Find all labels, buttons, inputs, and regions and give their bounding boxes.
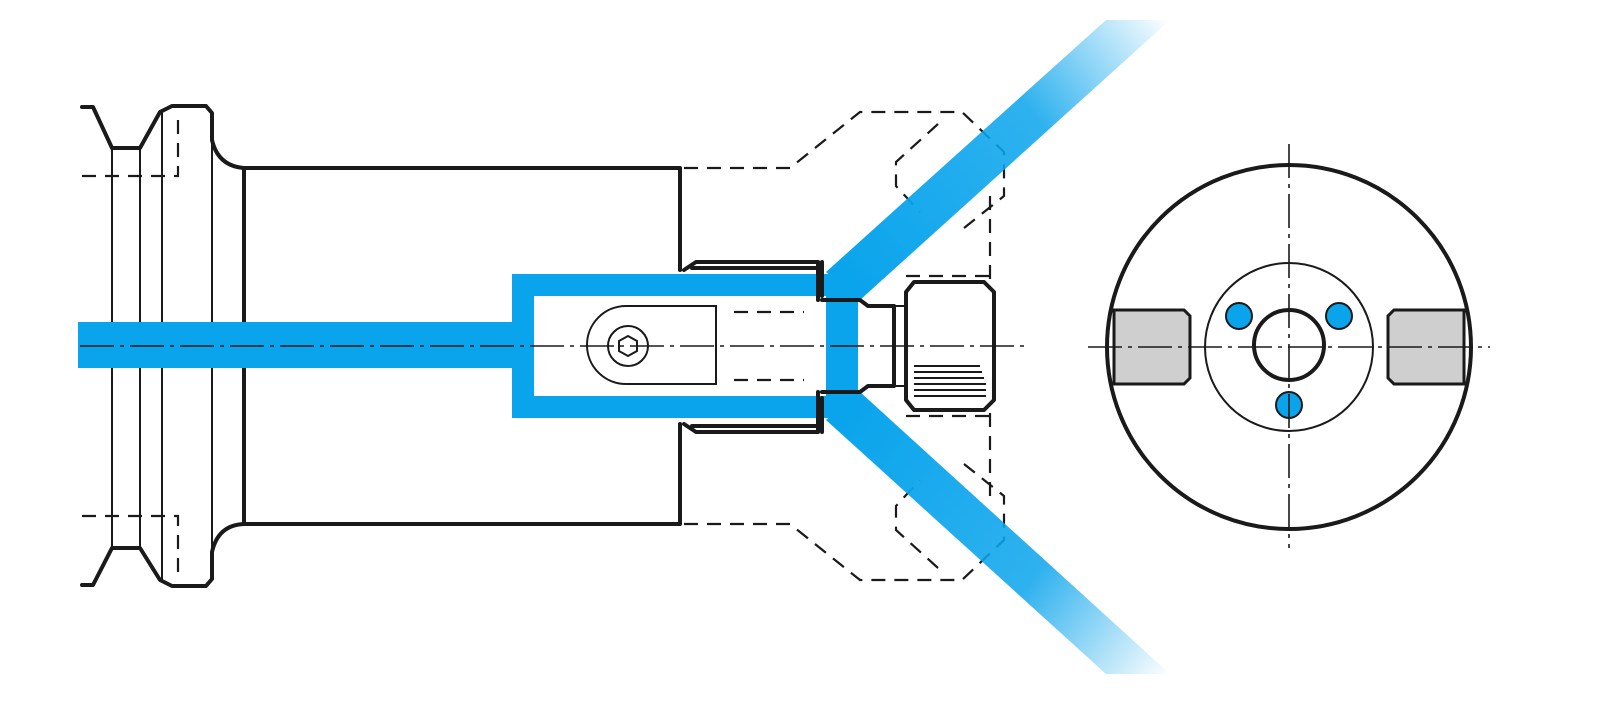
clamp-body: [682, 260, 824, 434]
end-view: [1088, 144, 1490, 548]
coolant-jet-upper: [826, 20, 1170, 300]
coolant-channel: [78, 20, 1170, 674]
hex-socket-screw-icon: [586, 305, 717, 385]
coolant-bore: [78, 274, 858, 418]
coolant-jet-lower: [826, 392, 1170, 674]
insert-right: [1386, 308, 1466, 386]
coolant-port: [1225, 302, 1253, 330]
coolant-port: [1325, 302, 1353, 330]
